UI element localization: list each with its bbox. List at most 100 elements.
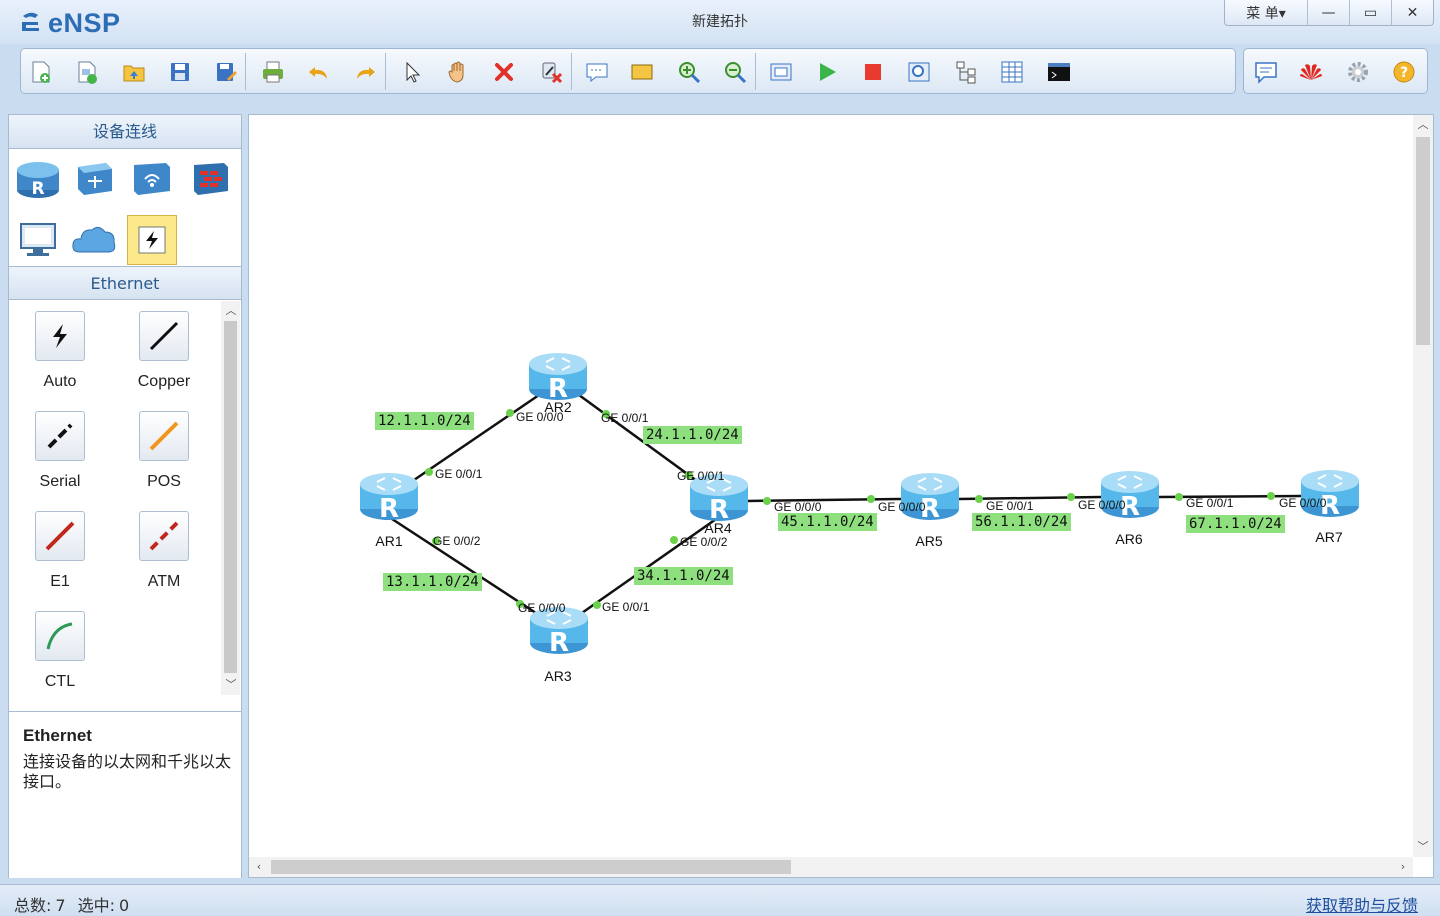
port-label: GE 0/0/1 bbox=[1186, 496, 1234, 510]
network-label: 67.1.1.0/24 bbox=[1186, 515, 1285, 533]
cable-label: POS bbox=[147, 473, 181, 490]
description-title: Ethernet bbox=[23, 726, 92, 745]
router-ar6[interactable]: R bbox=[1099, 465, 1161, 522]
capture-icon[interactable] bbox=[905, 58, 933, 86]
pan-hand-icon[interactable] bbox=[444, 58, 472, 86]
auto-cable-icon bbox=[35, 311, 85, 361]
device-name: AR4 bbox=[704, 520, 732, 536]
total-label: 总数: bbox=[14, 896, 52, 915]
svg-text:R: R bbox=[31, 179, 44, 199]
router-ar7[interactable]: R bbox=[1299, 464, 1361, 521]
delete-icon[interactable] bbox=[490, 58, 518, 86]
title-bar: eNSP 新建拓扑 菜 单▾ — ▭ ✕ bbox=[0, 0, 1440, 44]
message-icon[interactable] bbox=[1252, 58, 1280, 86]
stop-icon[interactable] bbox=[859, 58, 887, 86]
topology-tree-icon[interactable] bbox=[952, 58, 980, 86]
new-topology-icon[interactable] bbox=[27, 58, 55, 86]
network-label: 56.1.1.0/24 bbox=[972, 513, 1071, 531]
device-name: AR7 bbox=[1315, 529, 1343, 545]
cloud-icon[interactable] bbox=[69, 215, 119, 265]
link-endpoint bbox=[867, 495, 875, 503]
router-ar3[interactable]: R bbox=[528, 601, 590, 658]
app-logo: eNSP bbox=[18, 8, 121, 38]
svg-text:R: R bbox=[1320, 491, 1340, 520]
link-endpoint bbox=[516, 600, 524, 608]
maximize-button[interactable]: ▭ bbox=[1349, 0, 1391, 25]
help-icon[interactable]: ? bbox=[1390, 58, 1418, 86]
scroll-right-icon[interactable]: › bbox=[1400, 860, 1406, 873]
firewall-icon[interactable] bbox=[185, 154, 235, 204]
canvas-vertical-scrollbar[interactable]: ︿ ﹀ bbox=[1413, 115, 1433, 857]
cable-e1[interactable]: E1 bbox=[10, 511, 110, 591]
port-label: GE 0/0/0 bbox=[516, 410, 564, 424]
link-endpoint bbox=[1175, 493, 1183, 501]
scroll-down-icon[interactable]: ﹀ bbox=[1417, 840, 1429, 853]
delete-link-icon[interactable] bbox=[537, 58, 565, 86]
redo-icon[interactable] bbox=[351, 58, 379, 86]
ensp-logo-icon bbox=[18, 10, 44, 36]
cable-serial[interactable]: Serial bbox=[10, 411, 110, 491]
settings-icon[interactable] bbox=[1344, 58, 1372, 86]
scroll-up-icon[interactable]: ︿ bbox=[1417, 118, 1429, 131]
link-icon[interactable] bbox=[127, 215, 177, 265]
save-as-icon[interactable] bbox=[212, 58, 240, 86]
topology-canvas[interactable]: R R R R R R R AR1 AR2 AR3 AR4 AR5 AR6 AR… bbox=[249, 115, 1413, 857]
menu-button[interactable]: 菜 单▾ bbox=[1246, 5, 1286, 22]
open-icon[interactable] bbox=[120, 58, 148, 86]
scroll-thumb[interactable] bbox=[271, 860, 791, 874]
cable-pos[interactable]: POS bbox=[114, 411, 214, 491]
canvas-horizontal-scrollbar[interactable]: ‹ › bbox=[249, 857, 1413, 877]
toolbar-separator bbox=[385, 53, 386, 90]
scroll-up-icon[interactable]: ︿ bbox=[225, 304, 237, 317]
grid-icon[interactable] bbox=[998, 58, 1026, 86]
wireless-icon[interactable] bbox=[127, 154, 177, 204]
rectangle-icon[interactable] bbox=[628, 58, 656, 86]
close-button[interactable]: ✕ bbox=[1391, 0, 1433, 25]
cable-auto[interactable]: Auto bbox=[10, 311, 110, 391]
new-device-icon[interactable] bbox=[73, 58, 101, 86]
port-label: GE 0/0/0 bbox=[1279, 496, 1327, 510]
router-ar5[interactable]: R bbox=[899, 467, 961, 524]
huawei-logo-icon[interactable] bbox=[1297, 58, 1325, 86]
save-icon[interactable] bbox=[166, 58, 194, 86]
cable-atm[interactable]: ATM bbox=[114, 511, 214, 591]
cable-list-scrollbar[interactable]: ︿ ﹀ bbox=[221, 301, 240, 695]
main-toolbar bbox=[20, 48, 1236, 94]
console-icon[interactable] bbox=[1045, 58, 1073, 86]
switch-icon[interactable] bbox=[69, 154, 119, 204]
scroll-down-icon[interactable]: ﹀ bbox=[225, 678, 237, 691]
fit-view-icon[interactable] bbox=[767, 58, 795, 86]
print-icon[interactable] bbox=[259, 58, 287, 86]
cable-copper[interactable]: Copper bbox=[114, 311, 214, 391]
scroll-thumb[interactable] bbox=[224, 321, 237, 673]
zoom-out-icon[interactable] bbox=[721, 58, 749, 86]
network-label: 34.1.1.0/24 bbox=[634, 567, 733, 585]
port-label: GE 0/0/2 bbox=[680, 535, 728, 549]
topology-canvas-area: R R R R R R R AR1 AR2 AR3 AR4 AR5 AR6 AR… bbox=[248, 114, 1434, 878]
selected-label: 选中: bbox=[77, 896, 115, 915]
start-icon[interactable] bbox=[813, 58, 841, 86]
help-feedback-link[interactable]: 获取帮助与反馈 bbox=[1305, 896, 1418, 915]
device-name: AR1 bbox=[375, 533, 403, 549]
scroll-left-icon[interactable]: ‹ bbox=[256, 860, 262, 873]
cables-header: Ethernet bbox=[9, 266, 241, 300]
description-box: Ethernet 连接设备的以太网和千兆以太接口。 bbox=[9, 711, 241, 878]
router-ar1[interactable]: R bbox=[358, 467, 420, 524]
zoom-in-icon[interactable] bbox=[675, 58, 703, 86]
minimize-button[interactable]: — bbox=[1307, 0, 1349, 25]
cable-ctl[interactable]: CTL bbox=[10, 611, 110, 691]
total-count: 7 bbox=[55, 896, 66, 915]
select-icon[interactable] bbox=[398, 58, 426, 86]
router-icon[interactable]: R bbox=[13, 154, 63, 204]
scroll-thumb[interactable] bbox=[1416, 137, 1430, 345]
topology-links bbox=[388, 393, 1302, 617]
device-name: AR5 bbox=[915, 533, 943, 549]
router-ar4[interactable]: R bbox=[688, 468, 750, 525]
ctl-cable-icon bbox=[35, 611, 85, 661]
router-ar2[interactable]: R bbox=[527, 347, 589, 404]
cable-label: Auto bbox=[43, 373, 77, 390]
pc-icon[interactable] bbox=[13, 215, 63, 265]
text-note-icon[interactable] bbox=[583, 58, 611, 86]
undo-icon[interactable] bbox=[305, 58, 333, 86]
